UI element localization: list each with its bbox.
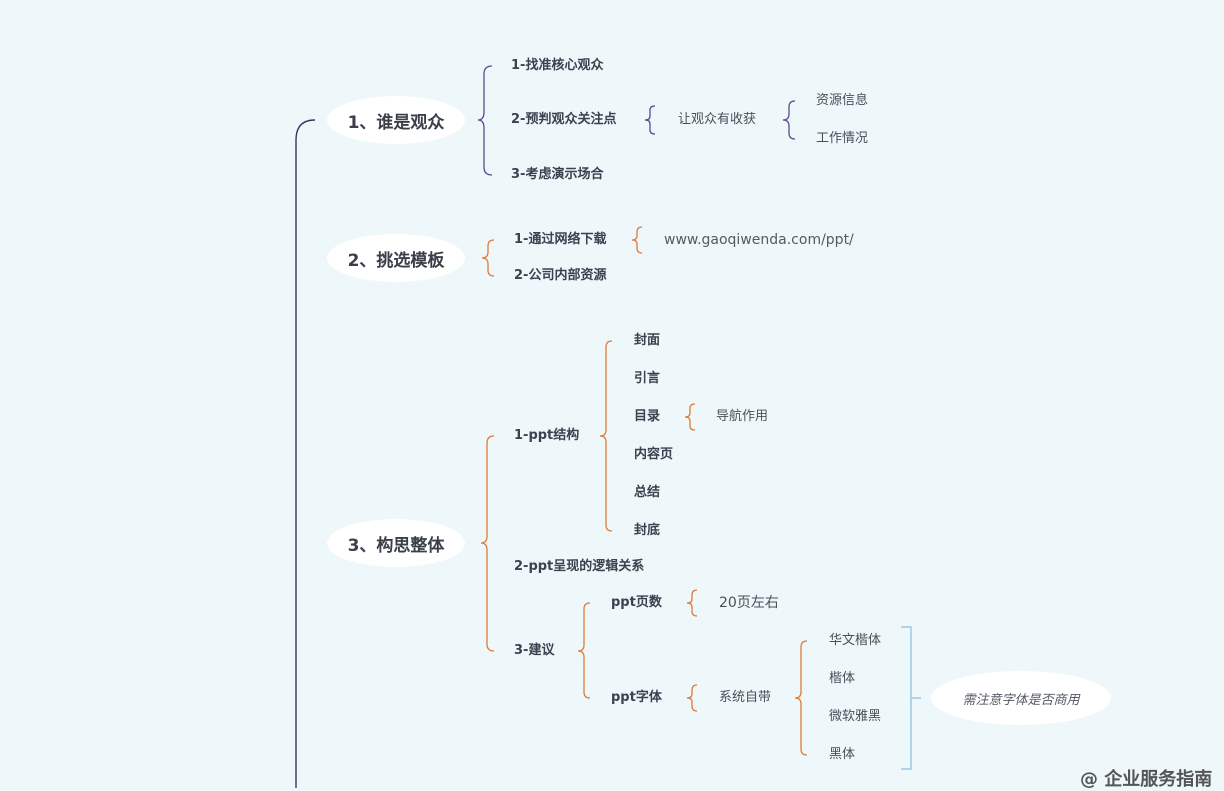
node-font-yahei[interactable]: 微软雅黑	[829, 709, 882, 724]
node-consider-venue[interactable]: 3-考虑演示场合	[511, 167, 604, 182]
brace-topic-2	[481, 239, 495, 277]
topic-node-template[interactable]: 2、挑选模板	[327, 234, 465, 282]
node-ppt-structure[interactable]: 1-ppt结构	[514, 428, 580, 443]
node-toc[interactable]: 目录	[634, 409, 661, 424]
brace-toc	[684, 403, 696, 431]
brace-font	[686, 684, 698, 712]
brace-focus	[644, 105, 656, 135]
brace-advice	[577, 602, 591, 699]
summary-bracket	[901, 626, 921, 770]
node-internal-resources[interactable]: 2-公司内部资源	[514, 268, 607, 283]
node-download-url[interactable]: www.gaoqiwenda.com/ppt/	[664, 232, 854, 248]
brace-topic-3	[480, 435, 495, 652]
node-intro[interactable]: 引言	[634, 371, 661, 386]
watermark: @ 企业服务指南	[1080, 769, 1213, 790]
node-summary[interactable]: 总结	[634, 485, 661, 500]
node-download-online[interactable]: 1-通过网络下载	[514, 232, 607, 247]
node-predict-focus[interactable]: 2-预判观众关注点	[511, 112, 617, 127]
node-system-fonts[interactable]: 系统自带	[719, 690, 772, 705]
topic-node-audience[interactable]: 1、谁是观众	[327, 96, 465, 144]
brace-gain	[782, 100, 796, 140]
node-advice[interactable]: 3-建议	[514, 643, 555, 658]
node-ppt-logic[interactable]: 2-ppt呈现的逻辑关系	[514, 559, 645, 574]
node-audience-gain[interactable]: 让观众有收获	[678, 112, 757, 127]
node-resource-info[interactable]: 资源信息	[816, 93, 869, 108]
node-back-cover[interactable]: 封底	[634, 523, 661, 538]
brace-system-fonts	[794, 640, 808, 756]
root-trunk	[295, 119, 316, 788]
brace-structure	[599, 340, 613, 532]
brace-pagecount	[686, 589, 698, 617]
node-twenty-pages[interactable]: 20页左右	[719, 595, 779, 611]
node-font-heiti[interactable]: 黑体	[829, 747, 856, 762]
node-find-core-audience[interactable]: 1-找准核心观众	[511, 58, 604, 73]
node-work-status[interactable]: 工作情况	[816, 131, 869, 146]
node-navigation[interactable]: 导航作用	[716, 409, 769, 424]
node-font-huawen-kaiti[interactable]: 华文楷体	[829, 633, 882, 648]
brace-download	[631, 226, 643, 254]
brace-topic-1	[477, 65, 493, 176]
node-content-page[interactable]: 内容页	[634, 447, 674, 462]
node-font-license-note[interactable]: 需注意字体是否商用	[931, 671, 1111, 725]
node-page-count[interactable]: ppt页数	[611, 595, 662, 610]
node-cover[interactable]: 封面	[634, 333, 661, 348]
node-font-kaiti[interactable]: 楷体	[829, 671, 856, 686]
topic-node-overall[interactable]: 3、构思整体	[327, 519, 465, 567]
node-font[interactable]: ppt字体	[611, 690, 662, 705]
